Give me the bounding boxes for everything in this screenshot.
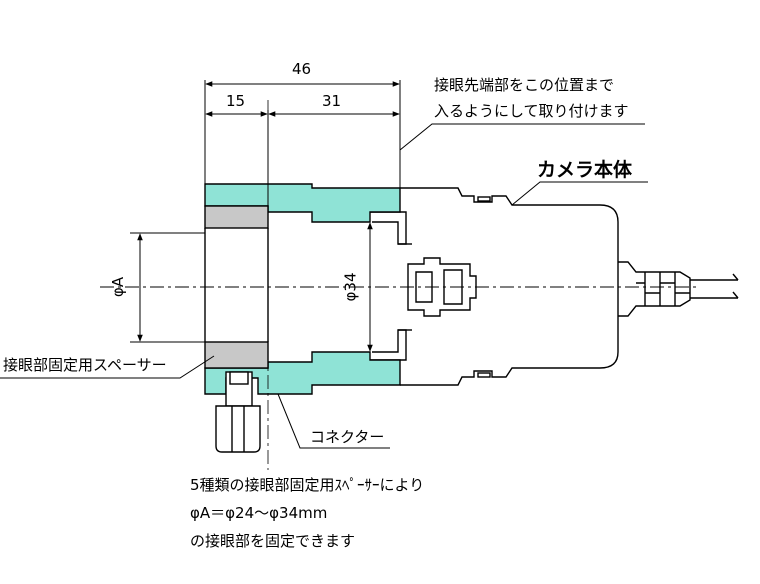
dim-front-15: 15 — [226, 92, 246, 110]
dim-phi-a: φA — [109, 276, 128, 298]
dimension-lines — [130, 80, 401, 352]
eyepiece-note-line1: 接眼先端部をこの位置まで — [434, 76, 615, 94]
internal-connector — [407, 257, 477, 317]
dim-total-46: 46 — [292, 60, 312, 78]
spacer-rings — [204, 205, 269, 369]
leader-lines — [0, 123, 648, 449]
connector-plug — [215, 371, 261, 453]
footnote-line2: φA＝φ24～φ34mm — [190, 504, 328, 522]
dim-rear-31: 31 — [322, 92, 342, 110]
eyepiece-note-line2: 入るようにして取り付けます — [434, 102, 629, 120]
connector-label: コネクター — [310, 428, 385, 446]
footnote-line1: 5種類の接眼部固定用ｽﾍﾟｰｻｰにより — [190, 476, 425, 494]
footnote-line3: の接眼部を固定できます — [190, 532, 356, 550]
camera-body-label: カメラ本体 — [537, 159, 633, 181]
cable-gland — [618, 261, 739, 317]
dim-phi-34: φ34 — [341, 272, 360, 302]
spacer-label: 接眼部固定用スペーサー — [3, 356, 167, 374]
adapter-body — [204, 183, 401, 395]
